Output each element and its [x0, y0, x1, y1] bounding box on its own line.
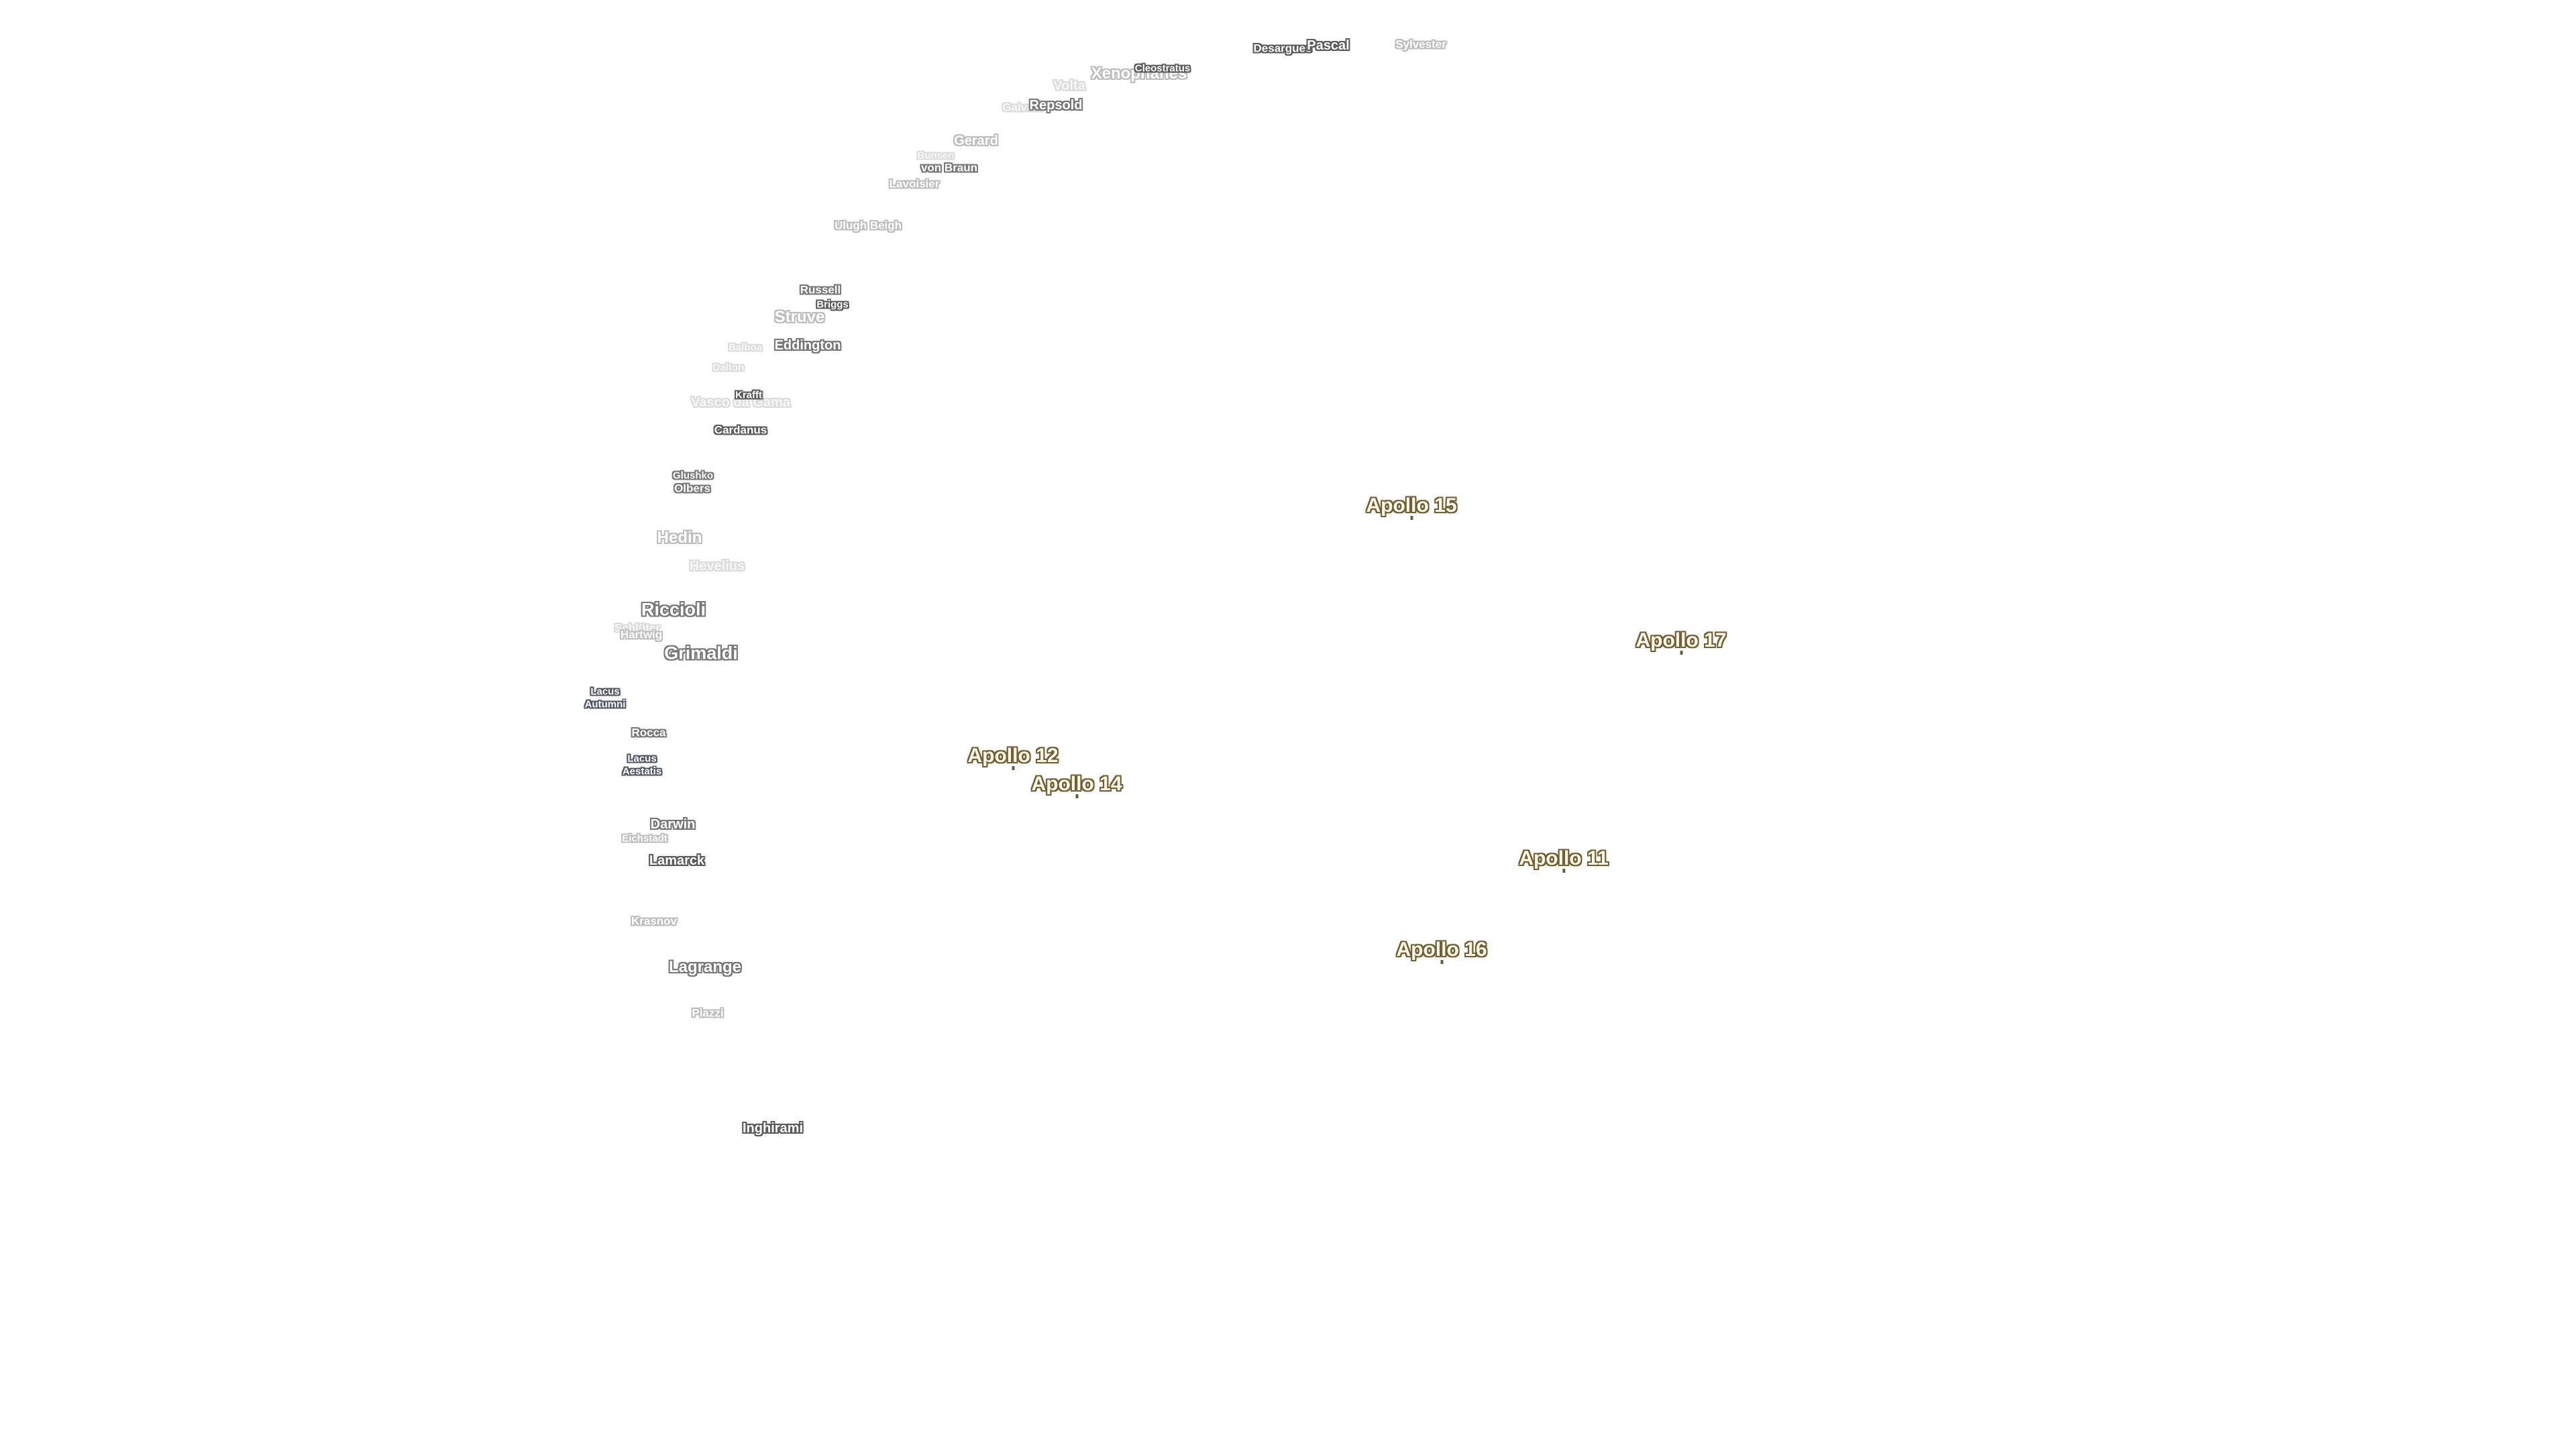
landing-site-marker-icon: [1075, 794, 1078, 798]
crater-label-sylvester[interactable]: Sylvester: [1395, 38, 1446, 51]
crater-label-schluter[interactable]: Schlüter: [614, 621, 661, 635]
landing-site-label: Apollo 14: [1031, 773, 1122, 795]
crater-label-briggs[interactable]: Briggs: [816, 299, 849, 311]
crater-label-lamarck[interactable]: Lamarck: [649, 853, 705, 868]
crater-label-repsold[interactable]: Repsold: [1029, 98, 1083, 113]
crater-label-balboa[interactable]: Balboa: [728, 341, 763, 354]
crater-label-galvani[interactable]: Galvani: [1002, 101, 1044, 114]
crater-label-von-braun[interactable]: von Braun: [920, 161, 978, 174]
crater-label-vasco-da-gama[interactable]: Vasco da Gama: [691, 395, 790, 410]
crater-label-eichstadt[interactable]: Eichstadt: [622, 833, 667, 845]
crater-label-krasnov[interactable]: Krasnov: [631, 914, 678, 928]
crater-label-hevelius[interactable]: Hevelius: [689, 559, 745, 574]
crater-label-lagrange[interactable]: Lagrange: [668, 958, 742, 976]
crater-label-gerard[interactable]: Gerard: [954, 133, 998, 148]
crater-label-cardanus[interactable]: Cardanus: [714, 423, 767, 437]
lake-label-lacus-autumni[interactable]: Lacus Autumni: [584, 686, 626, 710]
landing-site-marker-icon: [1409, 516, 1413, 520]
landing-site-marker-icon: [1562, 869, 1565, 873]
crater-label-pascal[interactable]: Pascal: [1307, 38, 1350, 53]
lake-label-lacus-aestatis[interactable]: Lacus Aestatis: [622, 753, 662, 777]
landing-site-label: Apollo 15: [1366, 494, 1457, 517]
landing-site-apollo-16[interactable]: Apollo 16: [1396, 938, 1487, 964]
crater-label-russell[interactable]: Russell: [800, 283, 841, 297]
landing-site-apollo-14[interactable]: Apollo 14: [1031, 773, 1122, 798]
crater-label-ulugh-beigh[interactable]: Ulugh Beigh: [834, 219, 902, 232]
crater-label-olbers[interactable]: Olbers: [674, 482, 710, 495]
crater-label-krafft[interactable]: Krafft: [735, 389, 762, 401]
crater-label-riccioli[interactable]: Riccioli: [641, 599, 706, 620]
crater-label-xenophanes[interactable]: Xenophanes: [1091, 64, 1187, 83]
crater-label-grimaldi[interactable]: Grimaldi: [664, 643, 738, 663]
crater-label-lavoisier[interactable]: Lavoisier: [889, 177, 940, 191]
crater-label-dalton[interactable]: Dalton: [712, 362, 745, 374]
crater-label-hedin[interactable]: Hedin: [657, 529, 702, 547]
crater-label-bunsen[interactable]: Bunsen: [917, 150, 955, 162]
landing-site-apollo-15[interactable]: Apollo 15: [1366, 494, 1457, 520]
landing-site-marker-icon: [1679, 651, 1682, 655]
crater-label-inghirami[interactable]: Inghirami: [742, 1121, 804, 1136]
landing-site-marker-icon: [1440, 960, 1443, 964]
crater-label-volta[interactable]: Volta: [1053, 78, 1085, 93]
landing-site-apollo-11[interactable]: Apollo 11: [1519, 847, 1609, 873]
crater-label-darwin[interactable]: Darwin: [650, 817, 696, 832]
crater-label-hartwig[interactable]: Hartwig: [620, 628, 663, 641]
landing-site-label: Apollo 12: [967, 745, 1059, 767]
crater-label-piazzi[interactable]: Piazzi: [692, 1006, 724, 1020]
crater-label-desargues[interactable]: Desargues: [1253, 42, 1312, 55]
crater-label-struve[interactable]: Struve: [774, 308, 825, 326]
landing-site-label: Apollo 16: [1396, 938, 1487, 961]
crater-label-glushko[interactable]: Glushko: [672, 470, 714, 482]
crater-label-cleostratus[interactable]: Cleostratus: [1134, 62, 1191, 74]
landing-site-label: Apollo 11: [1519, 847, 1609, 869]
crater-label-eddington[interactable]: Eddington: [774, 338, 841, 353]
landing-site-label: Apollo 17: [1635, 629, 1727, 651]
landing-site-apollo-12[interactable]: Apollo 12: [967, 745, 1059, 770]
landing-site-marker-icon: [1011, 766, 1014, 770]
landing-site-apollo-17[interactable]: Apollo 17: [1635, 629, 1727, 655]
crater-label-rocca[interactable]: Rocca: [631, 726, 666, 739]
